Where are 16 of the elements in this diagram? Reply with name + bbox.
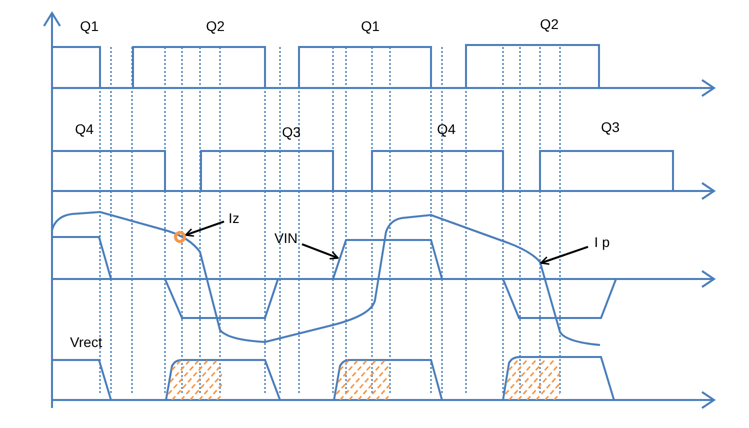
signal-label: VIN bbox=[270, 228, 302, 248]
signal-label: Iz bbox=[224, 208, 244, 228]
signal-label: Q4 bbox=[437, 120, 456, 138]
signal-label: Q3 bbox=[282, 123, 301, 141]
leader-arrow bbox=[184, 220, 224, 237]
signal-label: Q3 bbox=[601, 118, 620, 136]
signal-label: Q4 bbox=[75, 120, 94, 138]
signal-label: I p bbox=[588, 232, 616, 252]
signal-label: Q1 bbox=[80, 17, 99, 35]
signal-label: Q1 bbox=[361, 17, 380, 35]
leader-arrow bbox=[302, 243, 339, 260]
signal-label: Q2 bbox=[540, 15, 559, 33]
signal-label: Q2 bbox=[206, 17, 225, 35]
signal-label: Vrect bbox=[70, 333, 102, 351]
current-waveform bbox=[51, 211, 600, 346]
leader-arrow bbox=[540, 246, 588, 265]
